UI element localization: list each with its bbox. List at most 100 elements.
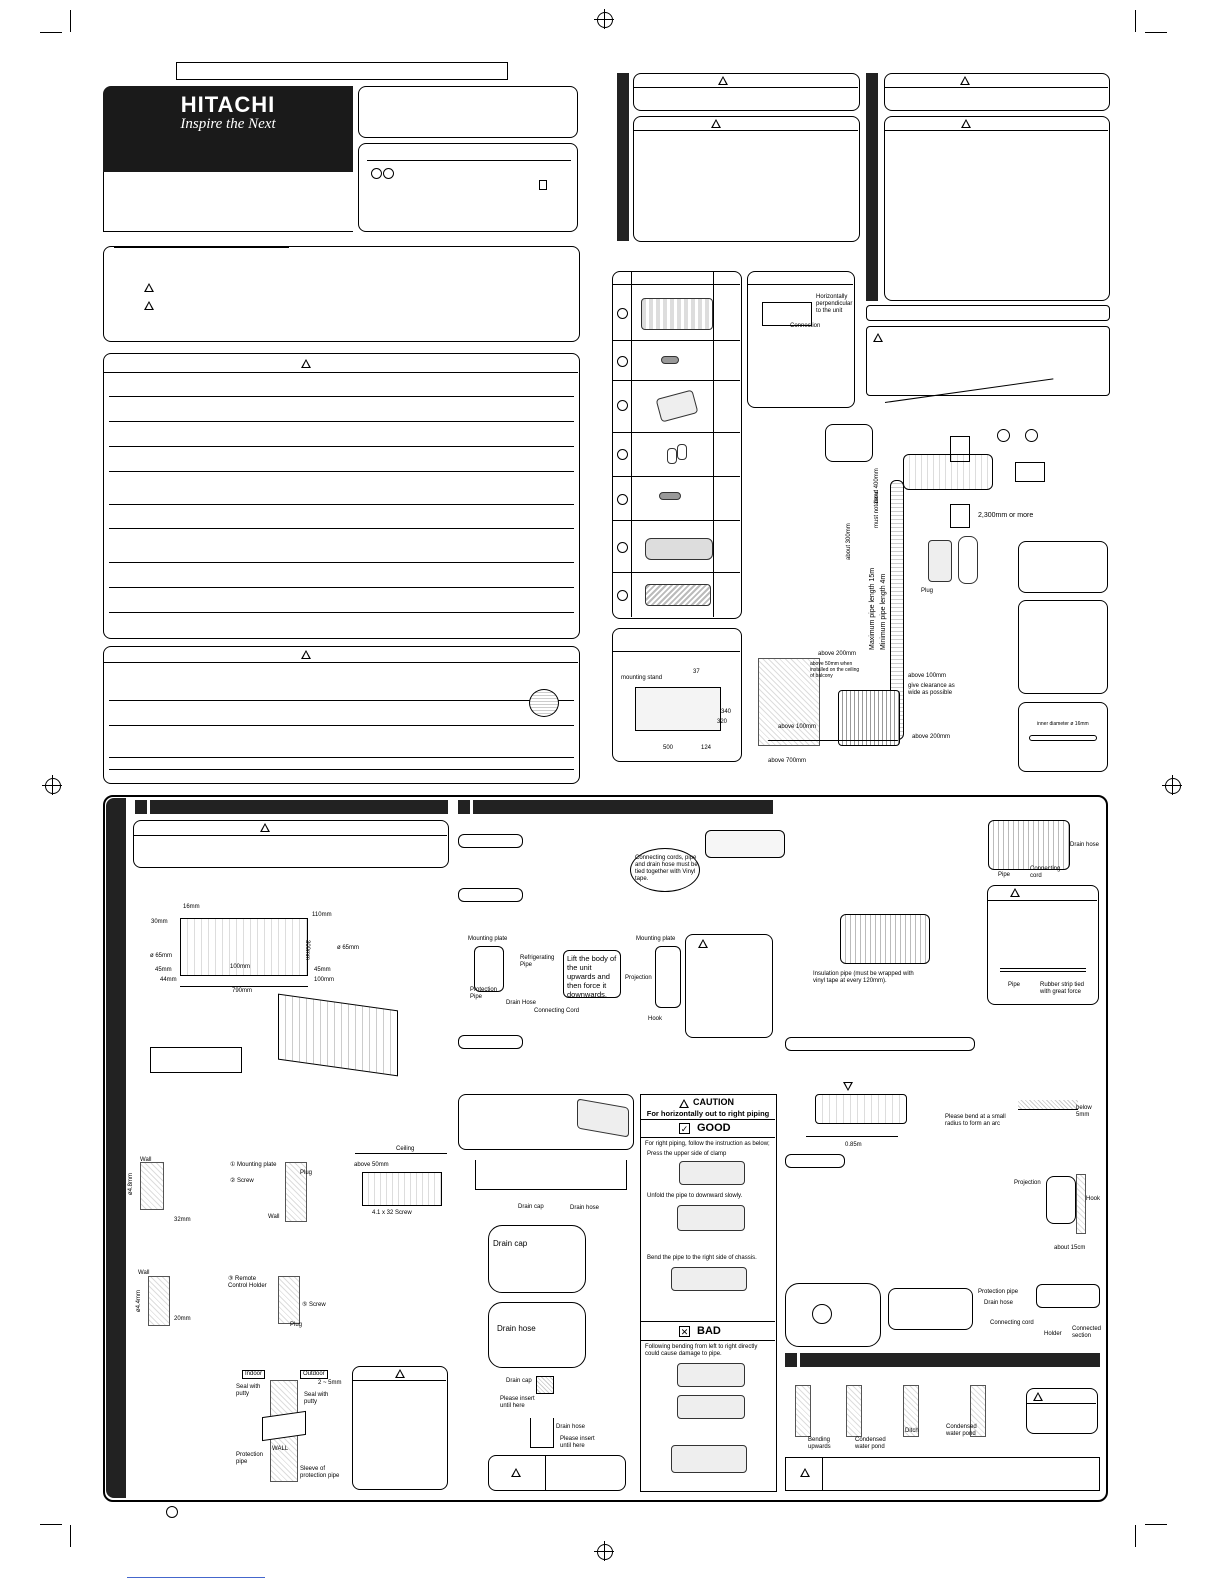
dim-30mm: 30mm	[151, 919, 168, 925]
drain-wall-sketch-2	[846, 1385, 862, 1437]
above-50mm: above 50mm	[354, 1162, 389, 1168]
registration-mark	[42, 775, 62, 795]
step-label-box	[458, 888, 523, 902]
section-number-badge	[135, 800, 147, 814]
condensed-pond-b: Condensed water pond	[946, 1424, 977, 1437]
crop-mark	[70, 10, 71, 32]
phi48-label: ø4.8mm	[128, 1172, 134, 1195]
ground-symbol-icon	[539, 180, 547, 190]
max-pipe-label: Maximum pipe length 15m	[869, 567, 876, 650]
down-arrow-icon	[843, 1082, 853, 1091]
drain-hose-f: Drain hose	[984, 1300, 1014, 1306]
dim-300mm: 300mm	[304, 940, 310, 961]
pipe-caution-box: Pipe Rubber strip tied with great force	[987, 885, 1099, 1005]
installation-panel	[103, 795, 1108, 1502]
wall-b: Wall	[268, 1214, 280, 1220]
phi44-label: ø4.4mm	[136, 1289, 142, 1312]
good-step1: Press the upper side of clamp	[647, 1151, 727, 1157]
connecting-cord-c: Connecting cord	[990, 1320, 1034, 1326]
hook-b: Hook	[1086, 1196, 1101, 1202]
dim-124: 124	[701, 745, 712, 751]
drain-cap-b: Drain cap	[493, 1239, 528, 1248]
plug-label: Plug	[921, 588, 934, 594]
section-number-badge	[458, 800, 470, 814]
drain-caution-box	[488, 1455, 626, 1491]
balcony-wall-sketch	[758, 658, 820, 746]
pipe-arc-sketch	[1018, 1100, 1078, 1110]
tie-note-bubble: Connecting cords, pipe and drain hose mu…	[630, 848, 700, 892]
seal-putty-left: Seal with putty	[236, 1384, 261, 1397]
unit-hook-sketch	[655, 946, 681, 1008]
caution-triangle-icon	[679, 1099, 689, 1108]
right-piping-caution-panel: CAUTION For horizontally out to right pi…	[640, 1094, 777, 1492]
dim-44mm: 44mm	[160, 977, 177, 983]
dim-37: 37	[693, 669, 700, 675]
holder-label: Holder	[1044, 1331, 1062, 1337]
caution-subtitle: For horizontally out to right piping	[646, 1109, 770, 1118]
callout-box	[825, 424, 873, 462]
bad-illustration-3	[671, 1445, 747, 1473]
warning-triangle-icon	[873, 333, 883, 342]
remote-holder-icon	[655, 389, 699, 423]
dim-085m: 0.85m	[845, 1142, 862, 1148]
step-label-box	[785, 1154, 845, 1168]
drain-section-caution-box	[1026, 1388, 1098, 1434]
holder-wall-sketch	[148, 1276, 170, 1326]
protection-pipe-c: Protection pipe	[978, 1289, 1019, 1295]
mounting-plate-b: Mounting plate	[636, 936, 676, 942]
symbol-legend-box	[358, 143, 578, 232]
above-100mm-a: above 100mm	[908, 673, 947, 679]
item-number-3-icon	[617, 400, 628, 411]
connecting-cord-a: Connecting Cord	[534, 1008, 580, 1014]
mounting-plate-a: Mounting plate	[468, 936, 508, 942]
notice-header	[866, 305, 1110, 321]
wall-c-label: Wall	[138, 1270, 150, 1276]
above-200mm-b: above 200mm	[912, 734, 951, 740]
above-50mm-balcony: above 50mm when installed on the ceiling…	[810, 661, 860, 679]
mounting-stand-box: mounting stand 500 37 340 320 124	[612, 628, 742, 762]
indoor-label: Indoor	[242, 1370, 266, 1379]
prohibited-symbol-icon	[371, 168, 382, 179]
drain-wall-sketch-4	[970, 1385, 986, 1437]
bottom-clearance-arrow	[950, 504, 970, 528]
about-400mm-label: about 400mm	[874, 468, 880, 505]
hole-caution-box	[352, 1366, 448, 1490]
screw-2: ② Screw	[230, 1178, 254, 1184]
warning-triangle-icon	[301, 359, 311, 368]
bad-label: BAD	[697, 1325, 721, 1337]
perpendicular-label: Horizontally perpendicular to the unit	[816, 294, 853, 314]
remote-control-drawing	[958, 536, 978, 584]
floor-outline	[751, 740, 899, 760]
drain-hose-sketch	[530, 1418, 554, 1448]
item-number-4-icon	[617, 449, 628, 460]
registration-mark	[594, 9, 614, 29]
unfold-illustration	[677, 1205, 745, 1231]
warning-triangle-icon	[718, 76, 728, 85]
caution-triangle-icon	[698, 939, 708, 948]
drain-cap-a: Drain cap	[518, 1204, 544, 1210]
unit-level-drawing	[815, 1094, 907, 1124]
crop-mark	[1145, 32, 1167, 33]
brand-logo: HITACHI	[180, 92, 276, 117]
bad-text: Following bending from left to right dir…	[645, 1344, 758, 1357]
drain-hose-a: Drain Hose	[506, 1000, 537, 1006]
remote-holder-3: ③ Remote Control Holder	[228, 1276, 267, 1289]
good-label: GOOD	[697, 1122, 731, 1134]
insert-a: Please insert until here	[500, 1396, 535, 1409]
indoor-unit-outline	[903, 454, 993, 490]
tie-note: Connecting cords, pipe and drain hose mu…	[635, 855, 698, 882]
panel-side-bar	[106, 798, 126, 1498]
drain-cap-sketch	[536, 1376, 554, 1394]
unit-rear-drawing	[988, 820, 1070, 870]
caution-triangle-icon	[301, 650, 311, 659]
dim-16mm: 16mm	[183, 904, 200, 910]
protection-pipe-b: Protection Pipe	[470, 987, 498, 1000]
remote-holder-drawing	[928, 540, 952, 582]
connecting-cord-b: Connecting cord	[1030, 866, 1061, 879]
about-300mm-label: about 300mm	[846, 523, 852, 560]
mounting-plate-diagram	[180, 918, 308, 976]
pipe-a: Pipe	[998, 872, 1011, 878]
warning-panel-a	[633, 73, 860, 111]
mounting-plate-1: ① Mounting plate	[230, 1162, 277, 1168]
unit-tilted-drawing	[705, 830, 785, 858]
